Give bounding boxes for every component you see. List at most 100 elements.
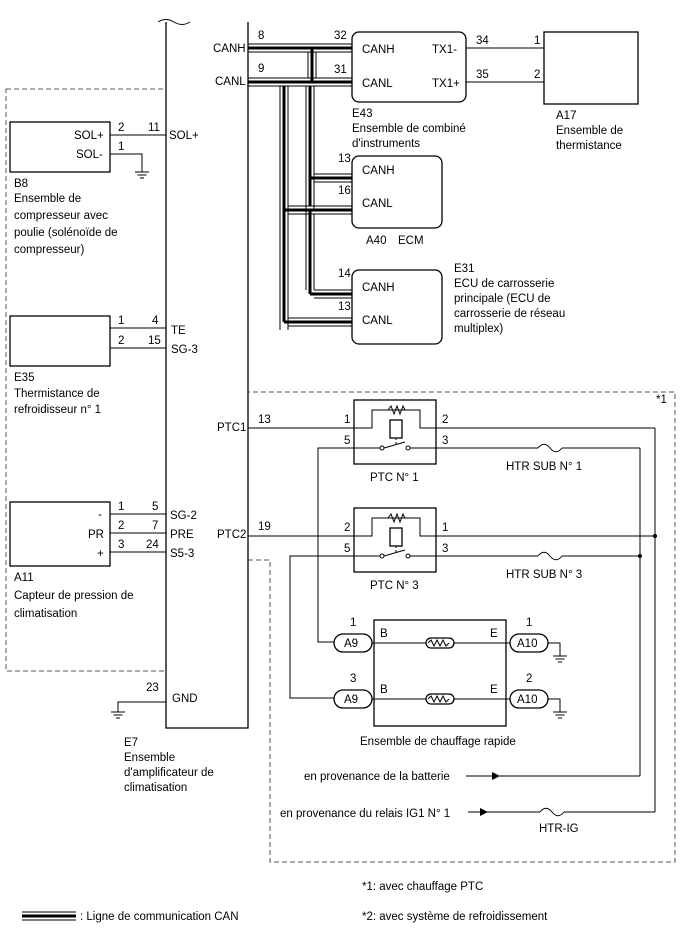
- htr-sub-1-label: HTR SUB N° 1: [506, 461, 582, 473]
- heater-b-label-row2: B: [380, 684, 388, 696]
- e31-canl-label: CANL: [362, 315, 393, 327]
- ptc3-pin-3: 3: [442, 543, 448, 555]
- e43-connector-id: E43: [352, 108, 372, 120]
- e31-canh-pin: 14: [338, 268, 351, 280]
- a10-connector-row2: A10: [517, 694, 537, 706]
- amp-te-label: TE: [171, 325, 186, 337]
- b8-sol-minus-label: SOL-: [76, 149, 103, 161]
- amp-canl-label: CANL: [215, 76, 246, 88]
- fuse-icon: [537, 443, 563, 453]
- e31-name-line-3: carrosserie de réseau: [454, 308, 565, 320]
- ecm-name: ECM: [398, 235, 424, 247]
- a10-pin-row1: 1: [526, 617, 532, 629]
- b8-connector-id: B8: [14, 178, 28, 190]
- amp-canh-label: CANH: [213, 43, 246, 55]
- amp-ptc1-pin: 13: [258, 414, 271, 426]
- amp-name-line-3: climatisation: [124, 782, 187, 794]
- e43-name-line-1: Ensemble de combiné: [352, 123, 466, 135]
- can-line-legend-text: : Ligne de communication CAN: [80, 911, 239, 923]
- e43-tx1m-pin: 34: [476, 35, 489, 47]
- marker-1: *1: [656, 394, 667, 406]
- thermistor-a17: 1 2 A17 Ensemble de thermistance: [534, 31, 639, 152]
- amplifier-e7: E7 Ensemble d'amplificateur de climatisa…: [124, 19, 249, 794]
- a11-pin-2: 2: [118, 520, 124, 532]
- amplifier-body: [165, 22, 249, 729]
- amp-name-line-2: d'amplificateur de: [124, 767, 214, 779]
- a17-pin-2: 2: [534, 69, 540, 81]
- ecm-canh-label: CANH: [362, 165, 395, 177]
- ptc3-pin-2: 2: [344, 522, 350, 534]
- ptc1-pin-2: 2: [442, 414, 448, 426]
- amp-connector-id: E7: [124, 737, 138, 749]
- amp-ptc2-label: PTC2: [217, 529, 246, 541]
- ecm-canl-label: CANL: [362, 198, 393, 210]
- ground-icon: [111, 711, 125, 719]
- amp-sol-pin: 11: [148, 122, 160, 134]
- a10-connector-row1: A10: [517, 638, 537, 650]
- rapid-heater: A9 A10 A9 A10 1 3 1 2 B B E E Ensemble d…: [333, 617, 549, 748]
- htr-sub-3-label: HTR SUB N° 3: [506, 569, 582, 581]
- ptc1-pin-3: 3: [442, 435, 448, 447]
- battery-source-label: en provenance de la batterie: [304, 771, 450, 783]
- a9-pin-row2: 3: [350, 673, 356, 685]
- e43-canh-label: CANH: [362, 44, 395, 56]
- e43-canl-label: CANL: [362, 78, 393, 90]
- e31-connector-id: E31: [454, 263, 474, 275]
- body-ecu-e31: CANH CANL 14 13 E31 ECU de carrosserie p…: [338, 263, 565, 345]
- amp-name-line-1: Ensemble: [124, 752, 175, 764]
- amp-s53-pin: 24: [146, 539, 159, 551]
- b8-pin-1: 1: [118, 141, 124, 153]
- a9-pin-row1: 1: [350, 617, 356, 629]
- a11-name-line-1: Capteur de pression de: [14, 590, 134, 602]
- pressure-sensor-a11: - PR + 1 2 3 A11 Capteur de pression de …: [9, 501, 134, 620]
- b8-name-line-2: compresseur avec: [14, 210, 108, 222]
- a9-connector-row2: A9: [344, 694, 358, 706]
- a11-pr-label: PR: [88, 529, 104, 541]
- ground-icon: [553, 655, 567, 663]
- a17-name-line-1: Ensemble de: [556, 125, 623, 137]
- e35-pin-2: 2: [118, 335, 124, 347]
- b8-sol-plus-label: SOL+: [74, 130, 104, 142]
- a11-connector-id: A11: [14, 572, 34, 584]
- amp-canl-pin: 9: [258, 63, 264, 75]
- ecm-a40: CANH CANL 13 16 A40 ECM: [338, 153, 443, 247]
- fuse-icon: [539, 807, 565, 817]
- can-line-legend-icon: [22, 911, 76, 921]
- a17-name-line-2: thermistance: [556, 140, 622, 152]
- e31-canl-pin: 13: [338, 301, 351, 313]
- arrow-icon: [492, 772, 500, 780]
- heater-e-label-row1: E: [490, 628, 498, 640]
- ecm-canl-pin: 16: [338, 185, 351, 197]
- amp-pre-label: PRE: [170, 529, 194, 541]
- amp-ptc1-label: PTC1: [217, 422, 246, 434]
- e43-tx1p-pin: 35: [476, 69, 489, 81]
- amp-sg3-pin: 15: [148, 335, 161, 347]
- ptc3-name: PTC N° 3: [370, 580, 419, 592]
- b8-name-line-4: compresseur): [14, 244, 84, 256]
- e35-pin-1: 1: [118, 315, 124, 327]
- b8-pin-2: 2: [118, 122, 124, 134]
- amp-sg2-pin: 5: [152, 501, 158, 513]
- ptc-relay-1: 1 2 5 3 PTC N° 1: [344, 399, 448, 484]
- ground-icon: [553, 711, 567, 719]
- ptc1-pin-5: 5: [344, 435, 350, 447]
- compressor-b8: SOL+ SOL- 2 1 B8 Ensemble de compresseur…: [9, 121, 124, 256]
- note-2: *2: avec système de refroidissement: [362, 911, 548, 923]
- ig1-source-label: en provenance du relais IG1 N° 1: [280, 808, 450, 820]
- a11-plus-label: +: [97, 548, 104, 560]
- a11-minus-label: -: [98, 509, 102, 521]
- e43-canh-pin: 32: [334, 30, 347, 42]
- combination-meter-e43: CANH CANL 32 31 TX1- TX1+ E43 Ensemble d…: [334, 30, 467, 150]
- rapid-heater-name: Ensemble de chauffage rapide: [360, 736, 516, 748]
- amp-s53-label: S5-3: [170, 548, 194, 560]
- e31-name-line-4: multiplex): [454, 323, 503, 335]
- amp-canh-pin: 8: [258, 30, 264, 42]
- thermistor-e35: 1 2 E35 Thermistance de refroidisseur n°…: [9, 315, 124, 416]
- amp-pre-pin: 7: [152, 520, 158, 532]
- e35-name-line-2: refroidisseur n° 1: [14, 404, 101, 416]
- ecm-connector-id: A40: [366, 235, 386, 247]
- ptc3-pin-5: 5: [344, 543, 350, 555]
- b8-name-line-3: poulie (solénoïde de: [14, 227, 118, 239]
- amp-sg3-label: SG-3: [171, 344, 198, 356]
- junction-dot: [653, 534, 657, 538]
